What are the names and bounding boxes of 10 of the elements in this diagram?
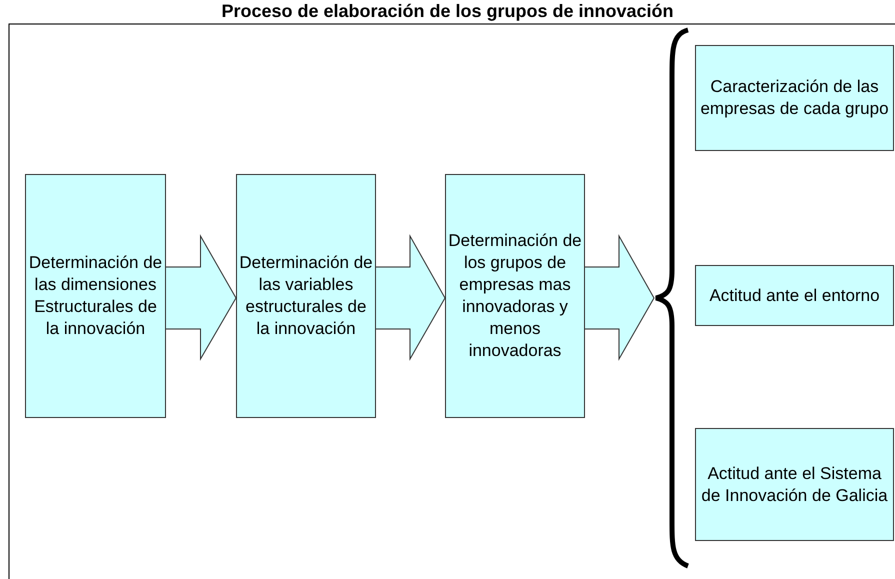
process-box: Determinación de los grupos de empresas mas innovadoras y menos innovadoras xyxy=(445,174,585,418)
process-box: Actitud ante el Sistema de Innovación de Galicia xyxy=(695,428,894,541)
diagram-title: Proceso de elaboración de los grupos de innovación xyxy=(220,0,675,22)
process-box: Actitud ante el entorno xyxy=(695,265,894,326)
process-box: Determinación de las variables estructurales de la innovación xyxy=(236,174,376,418)
block-arrow xyxy=(374,234,446,361)
process-box: Caracterización de las empresas de cada grupo xyxy=(695,45,894,151)
block-arrow xyxy=(164,234,237,361)
process-box: Determinación de las dimensiones Estructurales de la innovación xyxy=(25,174,166,418)
block-arrow xyxy=(584,234,655,361)
